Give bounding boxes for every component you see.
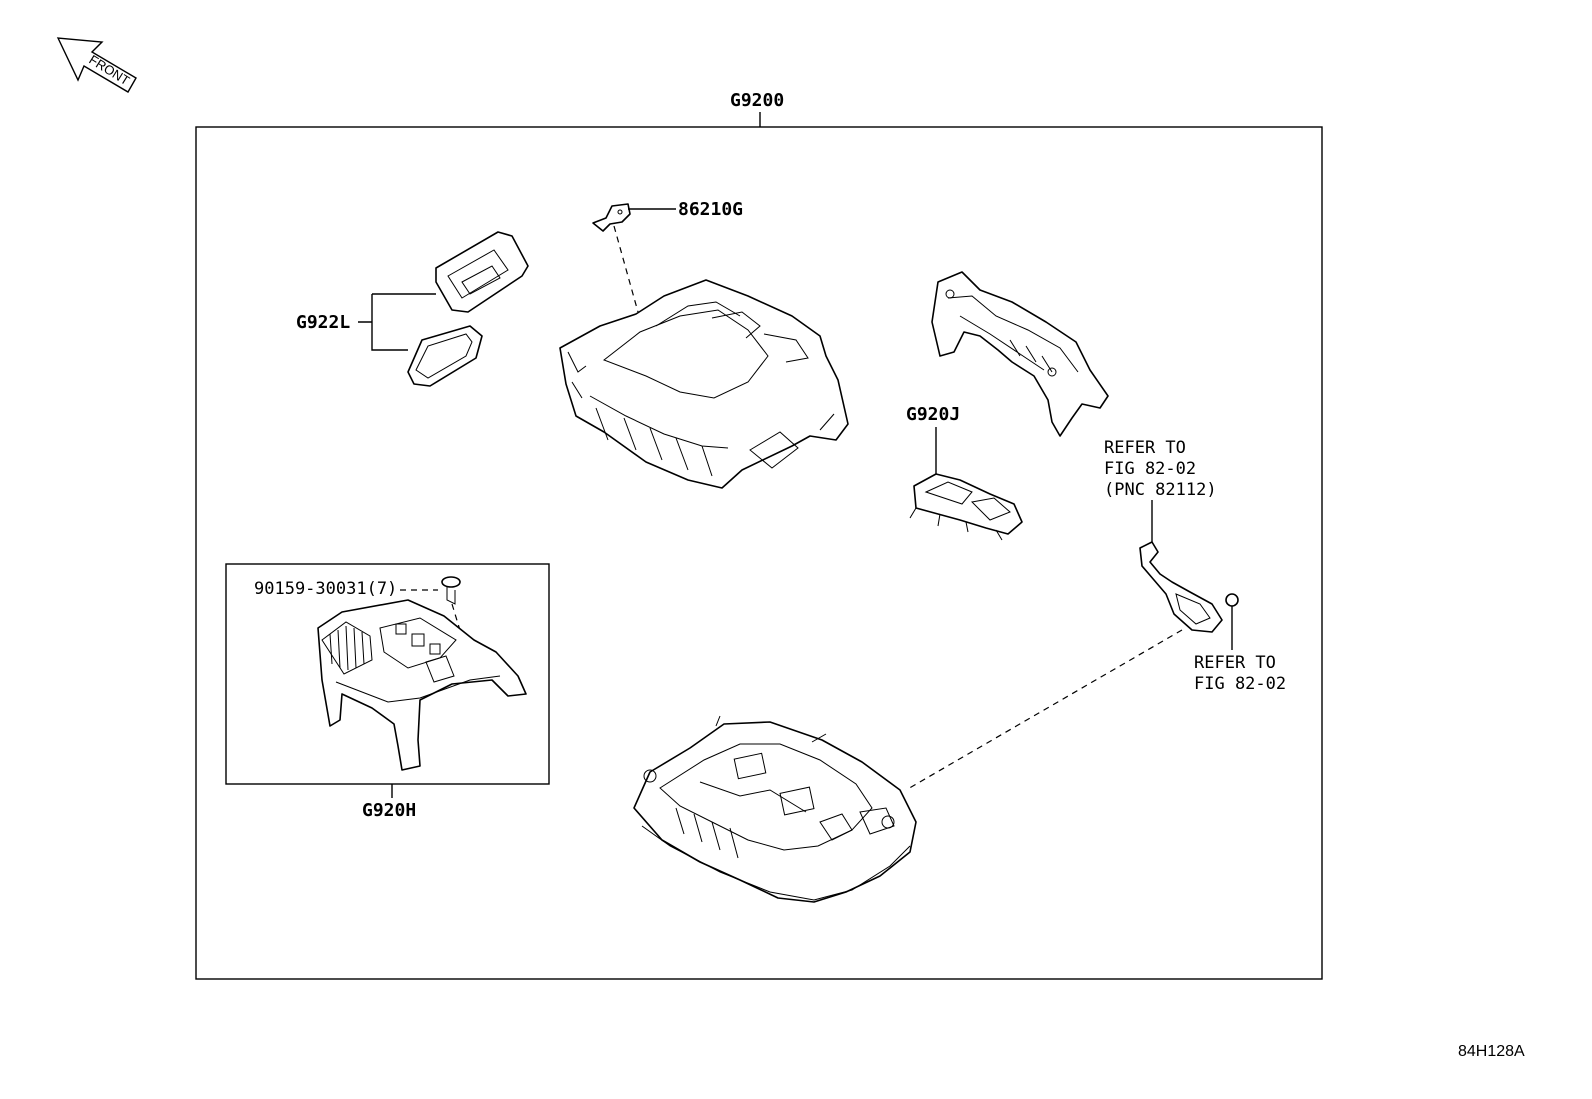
refer-note-2-line2: FIG 82-02: [1194, 674, 1286, 694]
callout-screw: 90159-30031(7): [254, 579, 397, 599]
inverter-assembly-part: [633, 715, 917, 903]
screw-icon: [441, 576, 461, 605]
refer-note-1-line1: REFER TO: [1104, 438, 1186, 458]
support-bracket-part: [931, 271, 1109, 437]
refer-note-1-line3: (PNC 82112): [1104, 480, 1217, 500]
gasket-upper-part: [435, 231, 529, 313]
gasket-lower-part: [407, 325, 483, 387]
assembly-frame: [195, 126, 1323, 980]
inverter-case-part: [559, 279, 849, 489]
refer-note-1-line2: FIG 82-02: [1104, 459, 1196, 479]
callout-G922L: G922L: [296, 312, 350, 333]
nut-icon: [1225, 593, 1239, 607]
bracket-part: [592, 203, 631, 232]
refer-note-2-line1: REFER TO: [1194, 653, 1276, 673]
inset-frame: [225, 563, 550, 785]
callout-86210G: 86210G: [678, 199, 743, 220]
callout-G920J: G920J: [906, 404, 960, 425]
assembly-label: G9200: [730, 90, 784, 111]
terminal-block-part: [909, 473, 1023, 541]
front-arrow-icon: [56, 37, 137, 93]
callout-G920H: G920H: [362, 800, 416, 821]
front-label: FRONT: [86, 52, 132, 88]
drawing-code: 84H128A: [1458, 1043, 1525, 1060]
current-sensor-part: [1139, 541, 1223, 633]
control-board-part: [317, 599, 527, 771]
